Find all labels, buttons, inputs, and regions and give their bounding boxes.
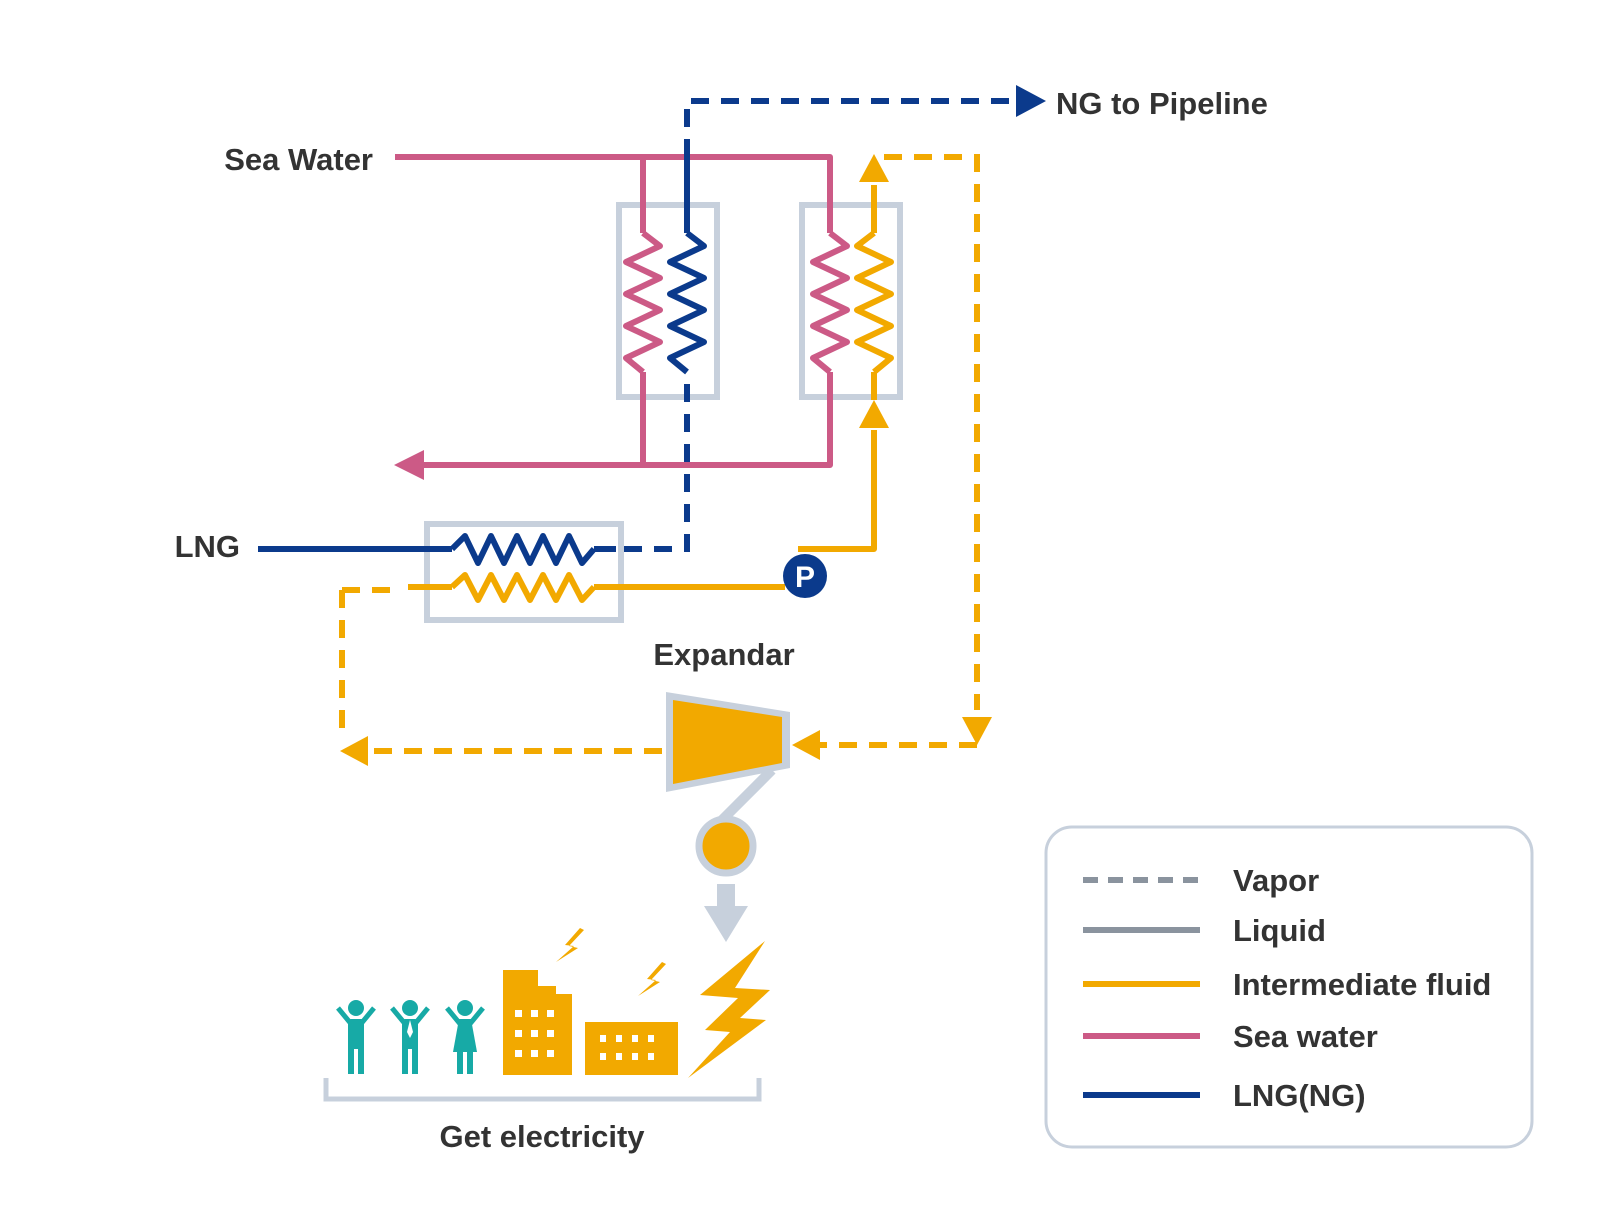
heat-exchanger-1 (616, 202, 720, 400)
intermediate-vapor-lines (339, 154, 980, 754)
small-bolt-icon (556, 928, 584, 962)
svg-text:Sea water: Sea water (1233, 1019, 1378, 1054)
legend-item-intermediate-fluid: Intermediate fluid (1083, 967, 1491, 1002)
legend-item-vapor: Vapor (1083, 863, 1319, 898)
ng-vapor-lines (624, 98, 1017, 552)
intermediate-up-arrow-lower (859, 400, 889, 428)
buildings (503, 928, 770, 1078)
sea-water-label: Sea Water (224, 142, 373, 177)
legend-box (1044, 825, 1534, 1149)
intermediate-down-arrow (962, 717, 992, 745)
power-down-arrow (704, 906, 748, 942)
heat-exchanger-2 (799, 202, 903, 400)
intermediate-liquid-lines (408, 185, 894, 603)
expander (666, 692, 790, 942)
svg-text:Intermediate fluid: Intermediate fluid (1233, 967, 1491, 1002)
ng-to-pipeline-label: NG to Pipeline (1056, 86, 1268, 121)
expander-outlet-arrow (340, 736, 368, 766)
lng-label: LNG (175, 529, 240, 564)
intermediate-up-arrow-upper (859, 154, 889, 182)
get-electricity-label: Get electricity (439, 1119, 645, 1154)
legend-item-liquid: Liquid (1083, 913, 1326, 948)
heat-exchanger-3 (424, 521, 624, 623)
small-bolt-icon (638, 962, 666, 996)
sea-water-lines (395, 154, 850, 468)
person-icon (336, 1000, 376, 1074)
person-icon (390, 1000, 430, 1074)
pump-label: P (795, 561, 815, 594)
electricity-bracket (323, 1078, 762, 1102)
expander-label: Expandar (653, 637, 794, 672)
lng-lines (258, 157, 707, 566)
expander-inlet-arrow (792, 730, 820, 760)
svg-text:Liquid: Liquid (1233, 913, 1326, 948)
svg-text:Vapor: Vapor (1233, 863, 1319, 898)
pump: P (783, 554, 827, 598)
legend-item-sea-water: Sea water (1083, 1019, 1378, 1054)
legend-item-lng-ng: LNG(NG) (1083, 1078, 1366, 1113)
factory-tall-icon (503, 970, 572, 1075)
people-icons (336, 1000, 485, 1074)
sea-water-outlet-arrow (394, 450, 424, 480)
generator (695, 815, 757, 877)
svg-text:LNG(NG): LNG(NG) (1233, 1078, 1366, 1113)
legend: Vapor Liquid Intermediate fluid Sea wate… (1044, 825, 1534, 1149)
factory-low-icon (585, 1022, 678, 1075)
large-bolt-icon (688, 941, 770, 1078)
person-icon (445, 1000, 485, 1074)
ng-pipeline-arrow (1016, 85, 1046, 117)
